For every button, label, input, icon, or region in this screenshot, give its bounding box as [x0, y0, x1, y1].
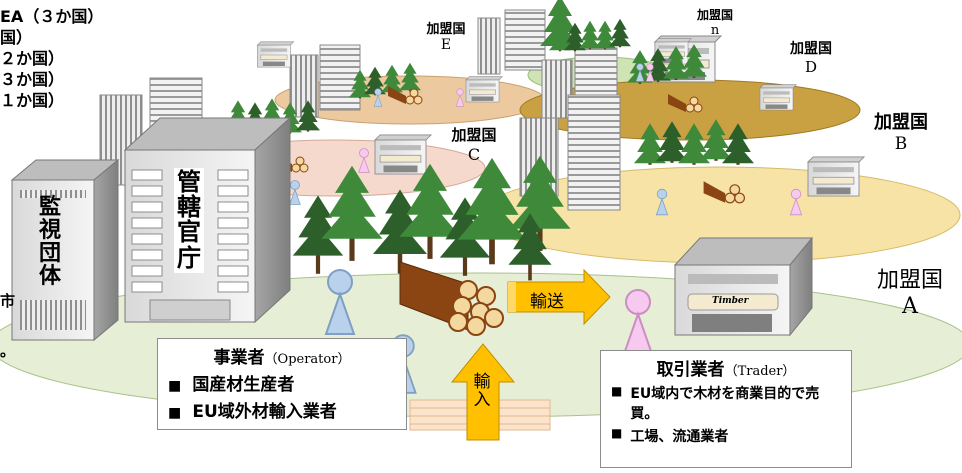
legend-line: EA（３か国） — [0, 7, 104, 26]
legend-line: ３か国） — [0, 70, 65, 89]
member-state-n: 加盟国 n — [690, 6, 740, 38]
member-state-name: 加盟国 — [790, 41, 832, 57]
shop-sign: Timber — [712, 296, 749, 306]
member-state-letter: n — [710, 23, 720, 38]
operator-box: 事業者（Operator） ■ 国産材生産者 ■ EU域外材輸入業者 — [157, 338, 407, 430]
trader-header: 取引業者（Trader） — [611, 355, 841, 380]
member-state-e: 加盟国 E — [416, 18, 476, 53]
member-state-name: 加盟国 — [876, 268, 943, 293]
operator-title-en: （Operator） — [264, 352, 351, 367]
monitoring-building — [10, 158, 120, 342]
member-state-name: 加盟国 — [874, 112, 928, 133]
bullet-icon: ■ — [611, 384, 623, 398]
operator-item: ■ EU域外材輸入業者 — [168, 397, 396, 422]
operator-title: 事業者 — [213, 348, 265, 368]
import-text: 輸入 — [473, 372, 491, 410]
top-left-legend: EA（３か国） 国） ２か国） ３か国） １か国） — [0, 6, 103, 111]
trader-item: ■ EU域内で木材を商業目的で売買。 — [611, 384, 841, 424]
bullet-icon: ■ — [611, 426, 623, 440]
authority-text: 管轄官庁 — [177, 168, 201, 272]
transport-label: 輸送 — [530, 292, 564, 312]
trader-item-text: EU域内で木材を商業目的で売買。 — [630, 386, 820, 422]
monitoring-org-text: 監視団体 — [38, 195, 61, 290]
authority-label: 管轄官庁 — [174, 168, 204, 273]
member-state-letter: D — [804, 58, 818, 76]
import-arrow — [450, 343, 516, 441]
member-state-c: 加盟国 C — [442, 124, 506, 164]
operator-item: ■ 国産材生産者 — [168, 370, 396, 395]
trader-shop — [673, 236, 814, 337]
import-label: 輸入 — [472, 372, 494, 410]
operator-item-text: EU域外材輸入業者 — [192, 402, 337, 422]
left-edge-char: 市 — [0, 292, 16, 310]
bullet-icon: ■ — [168, 378, 182, 394]
member-state-letter: B — [894, 134, 908, 154]
legend-line: ２か国） — [0, 49, 65, 68]
legend-line: 国） — [0, 28, 33, 47]
member-state-name: 加盟国 — [696, 8, 733, 22]
bullet-icon: ■ — [168, 405, 182, 421]
member-state-letter: A — [902, 294, 918, 319]
trader-box: 取引業者（Trader） ■ EU域内で木材を商業目的で売買。 ■ 工場、流通業… — [600, 350, 852, 468]
member-state-name: 加盟国 — [426, 22, 466, 37]
member-state-d: 加盟国 D — [778, 38, 844, 76]
left-edge-char: 。 — [0, 342, 16, 360]
trader-item: ■ 工場、流通業者 — [611, 426, 841, 446]
member-state-letter: C — [467, 145, 481, 164]
trader-title: 取引業者 — [656, 360, 725, 380]
monitoring-org-label: 監視団体 — [38, 196, 66, 288]
member-state-b: 加盟国 B — [860, 108, 942, 154]
operator-header: 事業者（Operator） — [168, 343, 396, 368]
member-state-letter: E — [440, 37, 452, 53]
member-state-a: 加盟国 A — [860, 262, 960, 319]
trader-title-en: （Trader） — [724, 364, 796, 379]
authority-building — [123, 116, 292, 324]
log-pile — [399, 261, 504, 336]
operator-item-text: 国産材生産者 — [192, 375, 295, 395]
member-state-name: 加盟国 — [451, 126, 497, 144]
legend-line: １か国） — [0, 91, 65, 110]
transport-arrow — [507, 268, 611, 326]
trader-item-text: 工場、流通業者 — [630, 429, 729, 445]
